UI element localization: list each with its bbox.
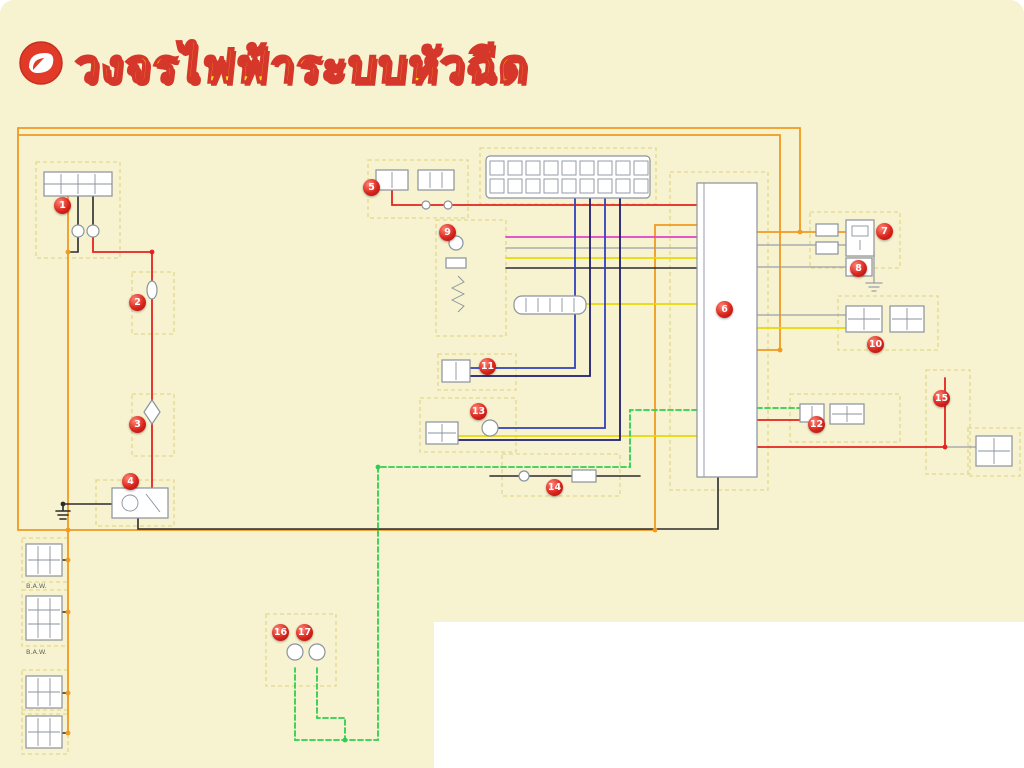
block-b-connector <box>25 595 63 641</box>
comp-4-relay <box>111 487 169 519</box>
wires <box>17 127 977 741</box>
badge-16: 16 <box>272 624 289 641</box>
badge-3: 3 <box>129 416 146 433</box>
comp-9-element <box>445 257 467 269</box>
badge-12: 12 <box>808 416 825 433</box>
comp-14-resistor <box>571 469 597 483</box>
outline-comp-10 <box>837 295 939 351</box>
badge-10: 10 <box>867 336 884 353</box>
outline-comp-16-17 <box>265 613 337 687</box>
ground-symbol-comp7 <box>865 282 883 292</box>
outline-comp-11 <box>437 353 517 391</box>
comp-16-injector <box>286 643 304 661</box>
outline-comp-9 <box>435 219 507 337</box>
ground-symbol-relay <box>55 510 71 520</box>
badge-1: 1 <box>54 197 71 214</box>
wire-black-fuse-stubs <box>77 195 94 226</box>
wire-black-fuse-to-orange <box>67 236 79 253</box>
badge-13: 13 <box>470 403 487 420</box>
white-panel <box>434 622 1024 768</box>
fuse-b <box>86 224 100 238</box>
block-b-caption: B.A.W. <box>26 648 47 656</box>
badge-6: 6 <box>716 301 733 318</box>
wire-navy-sensor-1 <box>469 197 591 377</box>
wire-black-main-ground-run <box>137 477 719 530</box>
wire-blue-sensor-2 <box>497 197 606 429</box>
inline-fuse-a <box>421 200 431 210</box>
outline-comp-14 <box>501 453 621 497</box>
comp-5-connector-b <box>417 169 455 191</box>
badge-17: 17 <box>296 624 313 641</box>
comp-9-sensor <box>448 235 464 251</box>
wire-blue-sensor-1 <box>469 197 576 369</box>
comp-7-connector-b <box>815 241 839 255</box>
outline-block-d <box>21 709 69 755</box>
badge-8: 8 <box>850 260 867 277</box>
fuse-a <box>71 224 85 238</box>
badge-9: 9 <box>439 224 456 241</box>
main-harness-connector <box>485 155 651 199</box>
wire-green-injector-loop <box>294 409 698 741</box>
badge-4: 4 <box>122 473 139 490</box>
comp-2-fuse <box>146 280 158 300</box>
badge-15: 15 <box>933 390 950 407</box>
badge-5: 5 <box>363 179 380 196</box>
wire-red-ignition-top <box>92 236 153 283</box>
outline-main-connector <box>479 147 657 205</box>
comp-17-injector <box>308 643 326 661</box>
page-background-bottom <box>0 622 434 768</box>
comp-14-diode <box>518 470 530 482</box>
comp-6-ecu <box>696 182 758 478</box>
wire-orange-secondary-loop <box>17 134 781 351</box>
comp-7-connector-a <box>815 223 839 237</box>
wire-black-relay-ground <box>62 503 113 511</box>
outline-right-connector <box>967 427 1021 477</box>
wire-orange-mid-feed <box>67 224 698 531</box>
badge-14: 14 <box>546 479 563 496</box>
comp-9-resistor <box>450 275 466 313</box>
wire-red-row-top <box>391 189 698 206</box>
components <box>25 155 1013 749</box>
outline-block-c <box>21 669 69 715</box>
wire-black-block-stubs <box>61 559 69 734</box>
wire-orange-main-loop <box>17 127 801 531</box>
badge-2: 2 <box>129 294 146 311</box>
page-title: วงจรไฟฟ้าระบบหัวฉีด <box>70 38 533 94</box>
wire-navy-sensor-2 <box>457 197 621 441</box>
junction-dots <box>60 229 948 743</box>
comp-7-unit <box>845 219 875 257</box>
outline-block-a <box>21 537 69 583</box>
outline-comp-12 <box>789 393 901 443</box>
comp-3-diode <box>143 398 161 426</box>
logo-icon <box>19 41 63 85</box>
badge-7: 7 <box>876 223 893 240</box>
wire-green-injector-2 <box>316 667 346 741</box>
comp-13-sensor <box>481 419 499 437</box>
outline-comp-15 <box>925 369 971 475</box>
outline-comp-1 <box>35 161 121 259</box>
inline-fuse-b <box>443 200 453 210</box>
badge-11: 11 <box>479 358 496 375</box>
outline-comp-6-ecu <box>669 171 769 491</box>
main-harness-pins <box>489 160 649 194</box>
block-a-caption: B.A.W. <box>26 582 47 590</box>
outline-comp-13 <box>419 397 517 453</box>
